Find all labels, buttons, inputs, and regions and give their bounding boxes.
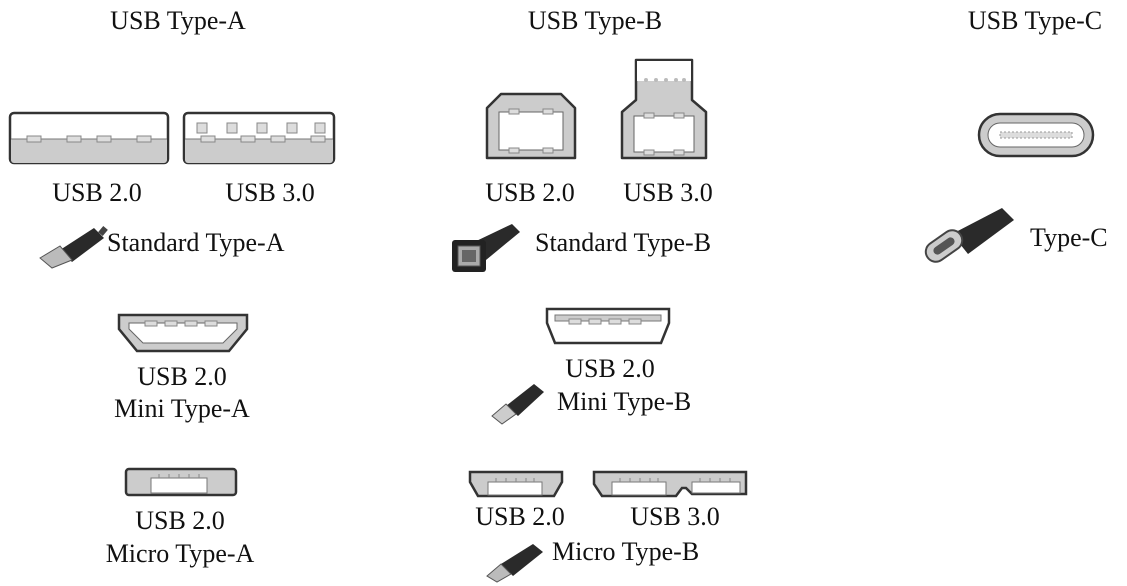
micro-a-version: USB 2.0 <box>135 506 225 535</box>
mini-b-version: USB 2.0 <box>565 354 655 383</box>
usb-a-3-port-icon <box>182 111 336 165</box>
header-type-c: USB Type-C <box>967 6 1103 35</box>
micro-a-port-icon <box>124 467 238 497</box>
usb-b-2-label: USB 2.0 <box>485 178 575 207</box>
micro-b-3-label: USB 3.0 <box>630 502 720 531</box>
header-type-a: USB Type-A <box>110 6 246 35</box>
mini-a-version: USB 2.0 <box>137 362 227 391</box>
micro-type-b-label: Micro Type-B <box>552 537 700 566</box>
usb-a-2-label: USB 2.0 <box>52 178 142 207</box>
mini-b-plug-icon <box>491 384 544 425</box>
mini-b-port-icon <box>545 307 671 345</box>
standard-type-a-label: Standard Type-A <box>107 228 285 257</box>
usb-a-plug-icon <box>39 226 108 269</box>
usb-a-2-port-icon <box>8 111 170 165</box>
usb-a-3-label: USB 3.0 <box>225 178 315 207</box>
micro-b-2-port-icon <box>468 470 564 498</box>
header-type-b: USB Type-B <box>527 6 663 35</box>
micro-b-2-label: USB 2.0 <box>475 502 565 531</box>
usb-b-plug-icon <box>452 224 520 272</box>
mini-a-port-icon <box>117 313 249 353</box>
micro-a-label: Micro Type-A <box>105 539 255 568</box>
usb-b-2-port-icon <box>485 92 577 160</box>
standard-type-b-label: Standard Type-B <box>535 228 712 257</box>
usb-c-plug-icon <box>924 208 1014 263</box>
usb-c-port-icon <box>977 112 1095 158</box>
mini-a-label: Mini Type-A <box>114 394 250 423</box>
micro-b-3-port-icon <box>592 470 748 498</box>
usb-b-3-label: USB 3.0 <box>623 178 713 207</box>
micro-b-plug-icon <box>486 544 543 583</box>
mini-type-b-label: Mini Type-B <box>557 387 692 416</box>
usb-b-3-port-icon <box>620 58 708 160</box>
type-c-label: Type-C <box>1030 223 1108 252</box>
